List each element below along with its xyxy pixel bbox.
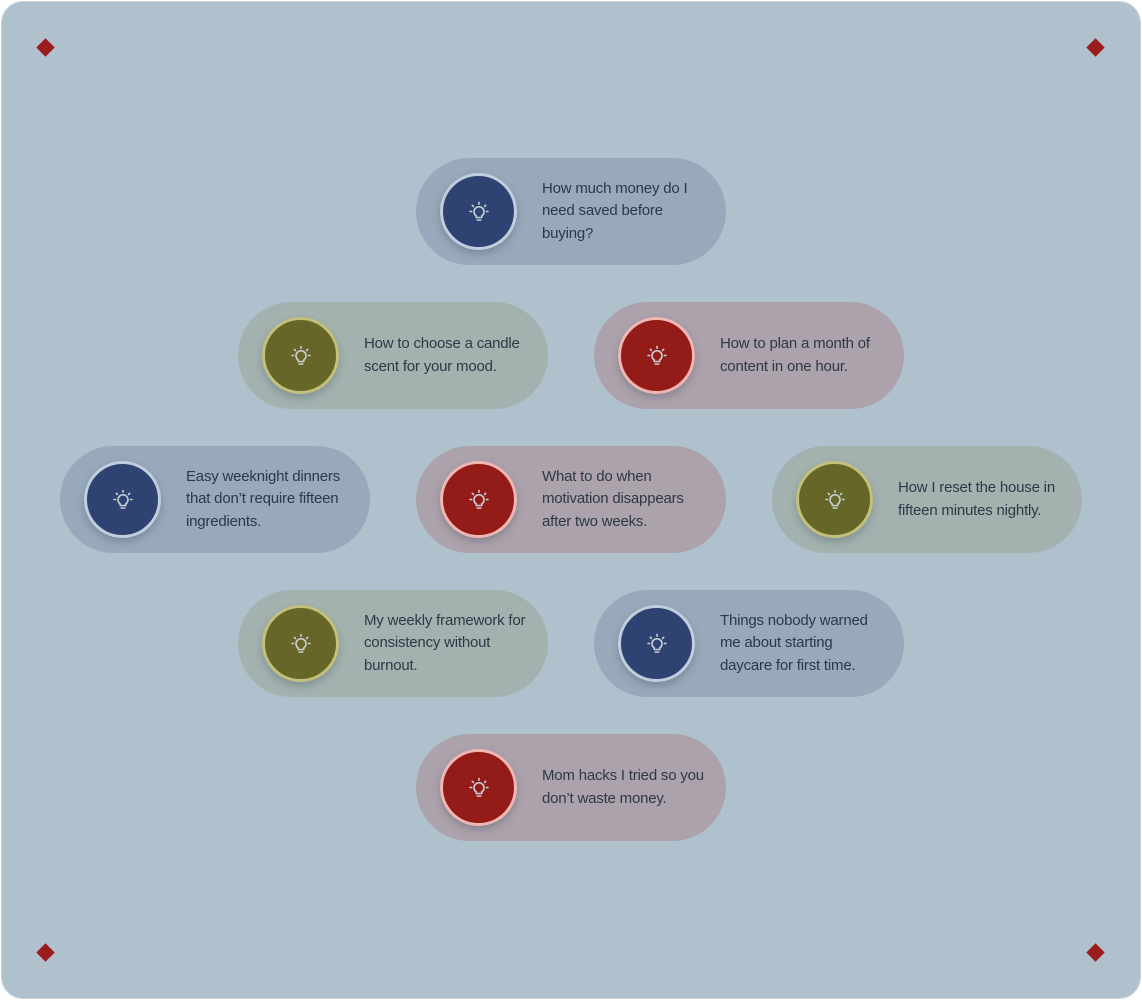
card-mom-hacks: Mom hacks I tried so you don’t waste mon… [416,734,726,841]
corner-diamond-bottom-left [36,943,55,962]
lightbulb-icon [440,461,517,538]
card-label: My weekly framework for consistency with… [364,611,526,674]
card-label: What to do when motivation disappears af… [542,467,684,530]
card-motivation: What to do when motivation disappears af… [416,446,726,553]
card-label: Things nobody warned me about starting d… [720,611,868,674]
card-weekly-framework: My weekly framework for consistency with… [238,590,548,697]
card-plan-content: How to plan a month of content in one ho… [594,302,904,409]
lightbulb-icon [262,605,339,682]
card-label: How I reset the house in fifteen minutes… [898,479,1055,519]
card-label: Easy weeknight dinners that don’t requir… [186,467,341,530]
card-money-saved: How much money do I need saved before bu… [416,158,726,265]
card-label: How much money do I need saved before bu… [542,179,688,242]
card-label: Mom hacks I tried so you don’t waste mon… [542,767,704,807]
lightbulb-icon [796,461,873,538]
lightbulb-icon [440,173,517,250]
lightbulb-icon [440,749,517,826]
card-candle-scent: How to choose a candle scent for your mo… [238,302,548,409]
corner-diamond-top-left [36,38,55,57]
card-label: How to choose a candle scent for your mo… [364,335,520,375]
corner-diamond-top-right [1086,38,1105,57]
card-daycare: Things nobody warned me about starting d… [594,590,904,697]
lightbulb-icon [618,317,695,394]
lightbulb-icon [262,317,339,394]
card-weeknight-dinners: Easy weeknight dinners that don’t requir… [60,446,370,553]
card-reset-house: How I reset the house in fifteen minutes… [772,446,1082,553]
corner-diamond-bottom-right [1086,943,1105,962]
lightbulb-icon [618,605,695,682]
lightbulb-icon [84,461,161,538]
card-label: How to plan a month of content in one ho… [720,335,870,375]
